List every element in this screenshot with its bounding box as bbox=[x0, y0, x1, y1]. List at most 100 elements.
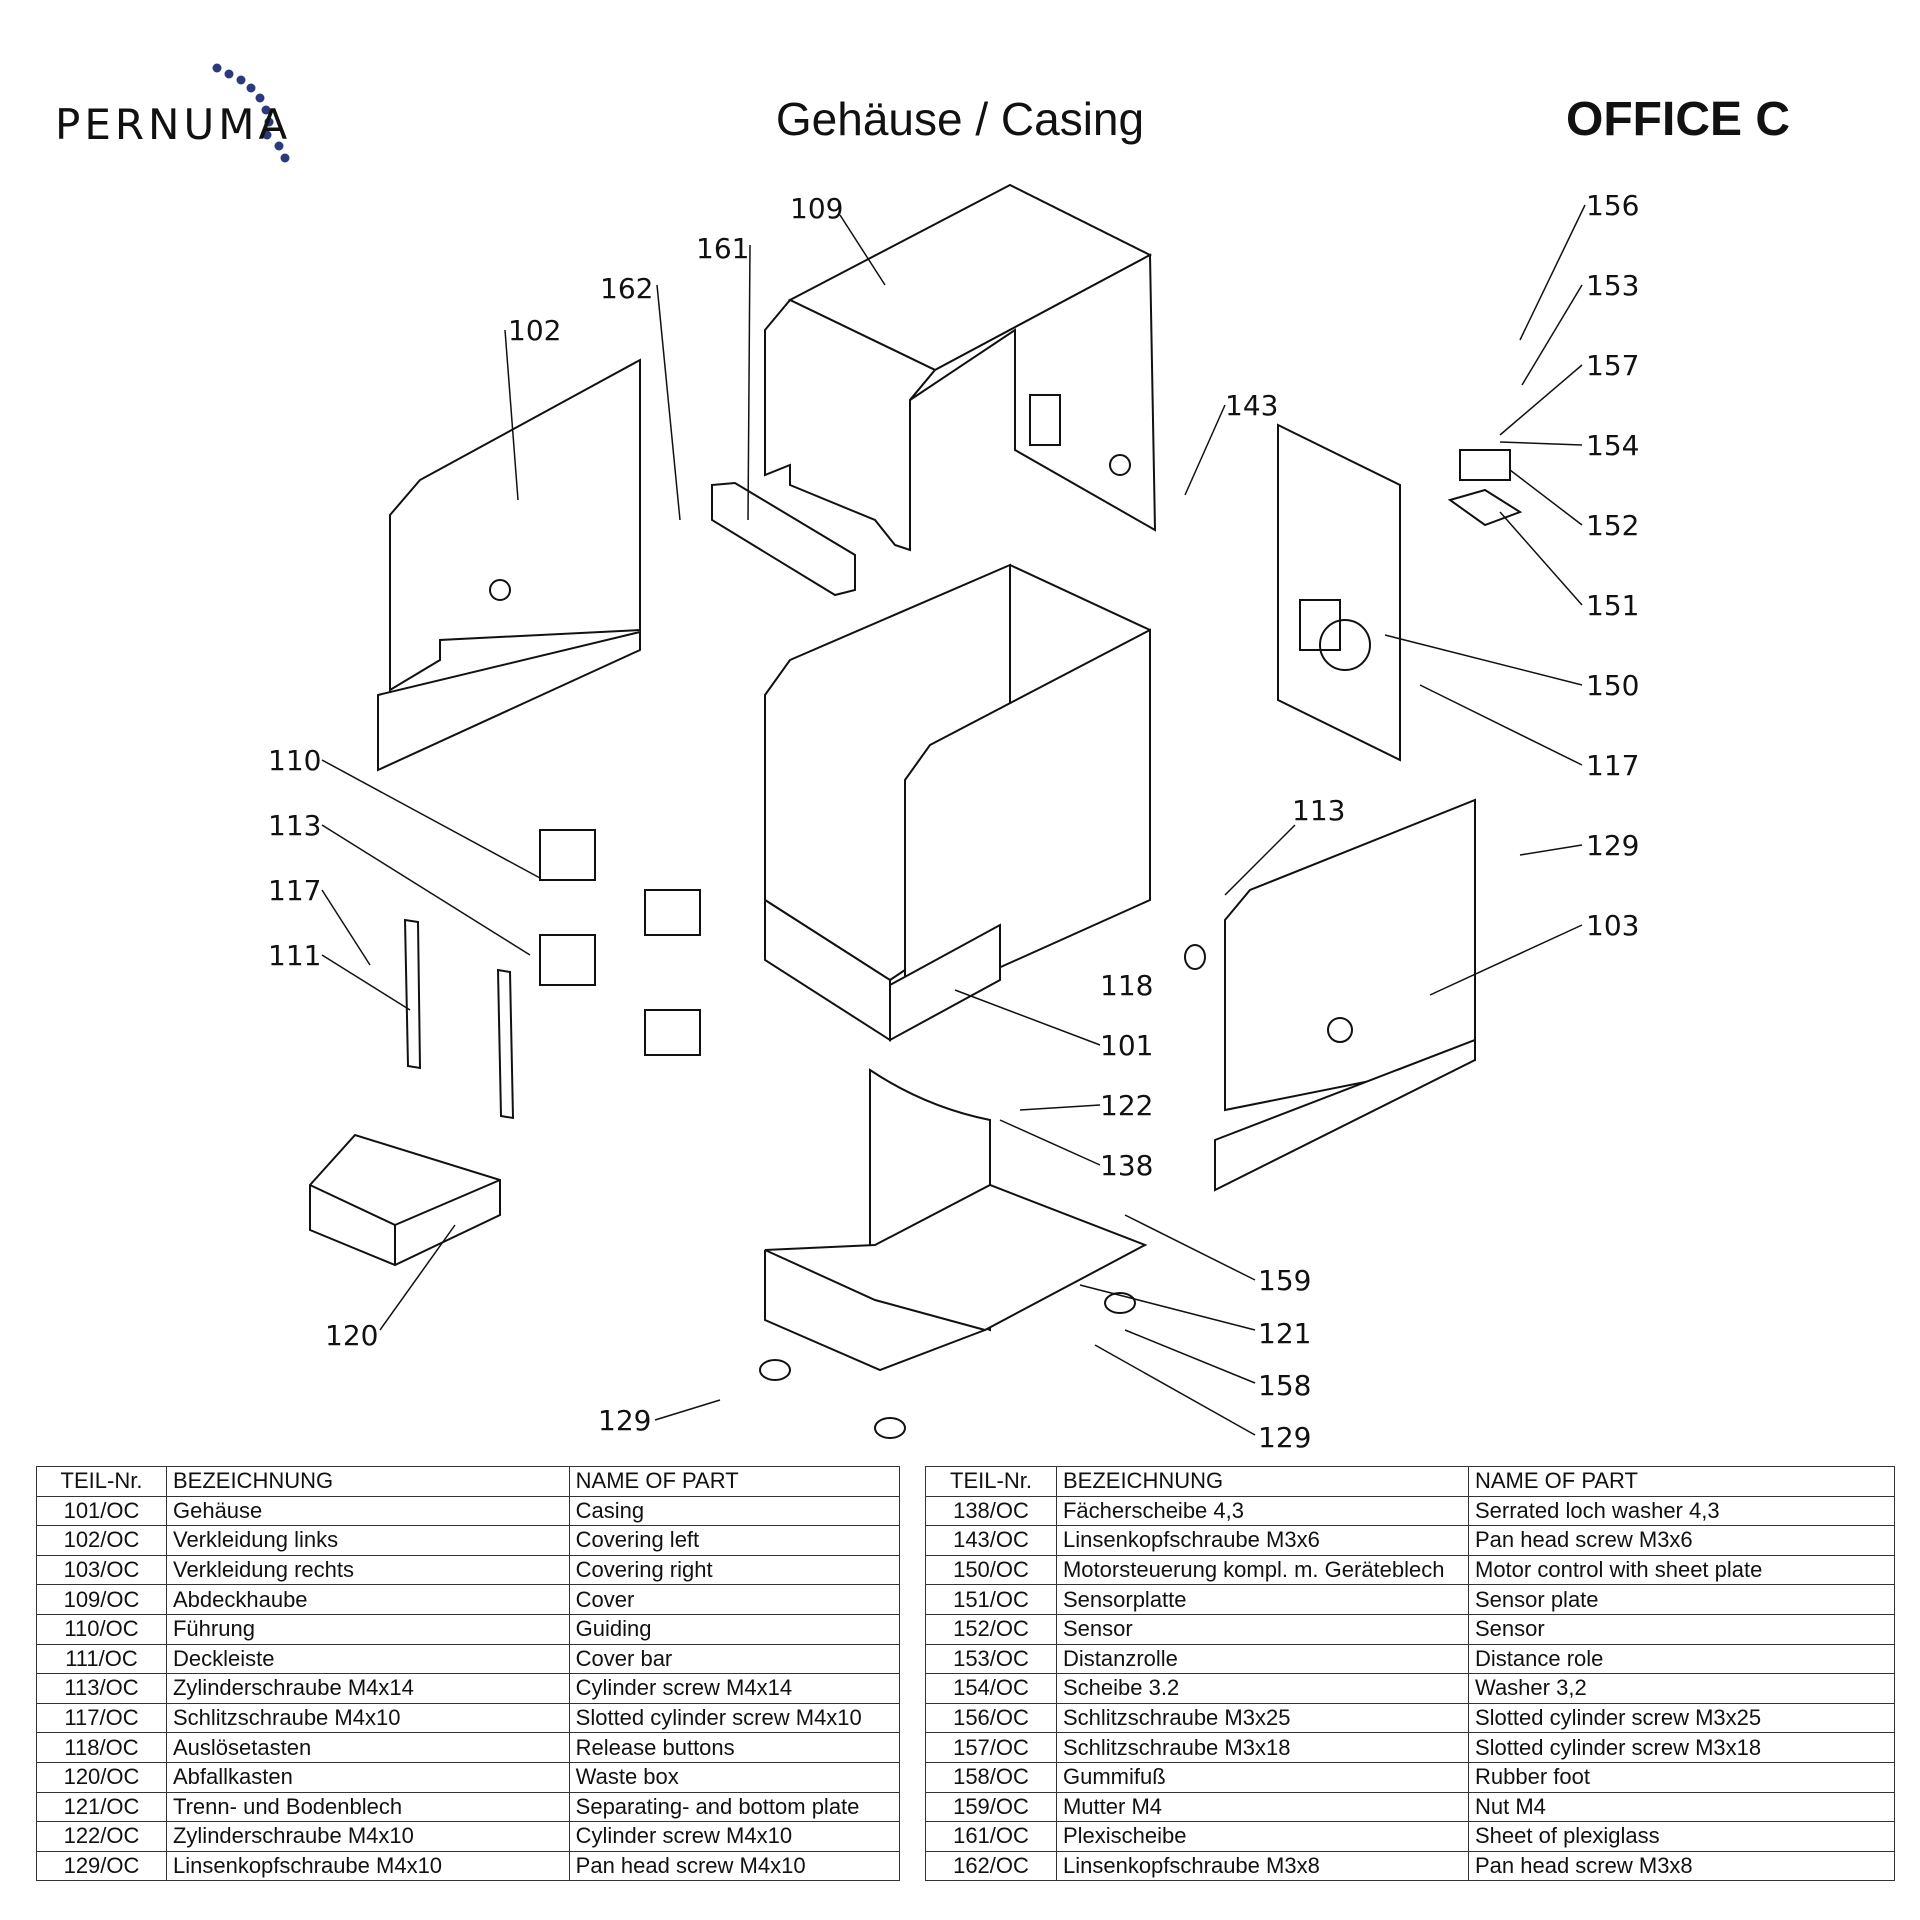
bezeichnung-cell: Verkleidung rechts bbox=[165, 1554, 570, 1586]
exploded-view-diagram: 109 161 162 102 143 156 153 157 154 152 … bbox=[0, 150, 1920, 1450]
part-number-cell: 102/OC bbox=[36, 1525, 167, 1556]
part-109-cover bbox=[764, 183, 1157, 552]
part-121-separating-bottom-plate bbox=[764, 1068, 1148, 1372]
name-of-part-cell: Sensor bbox=[1468, 1613, 1895, 1645]
callout-153: 153 bbox=[1586, 269, 1639, 302]
callout-138: 138 bbox=[1100, 1149, 1153, 1182]
part-number-cell: 161/OC bbox=[925, 1821, 1057, 1852]
col-teil-nr: TEIL-Nr. bbox=[925, 1466, 1057, 1497]
bezeichnung-cell: Zylinderschraube M4x14 bbox=[165, 1673, 570, 1704]
callout-154: 154 bbox=[1586, 429, 1639, 462]
name-of-part-cell: Distance role bbox=[1468, 1643, 1895, 1675]
bezeichnung-cell: Deckleiste bbox=[165, 1643, 570, 1675]
callout-162: 162 bbox=[600, 272, 653, 305]
name-of-part-cell: Sensor plate bbox=[1468, 1584, 1895, 1615]
part-number-cell: 159/OC bbox=[925, 1791, 1057, 1823]
name-of-part-cell: Pan head screw M3x8 bbox=[1468, 1850, 1895, 1882]
col-name-of-part: NAME OF PART bbox=[568, 1466, 901, 1497]
part-number-cell: 121/OC bbox=[36, 1791, 167, 1823]
part-number-cell: 122/OC bbox=[36, 1821, 167, 1852]
bezeichnung-cell: Sensor bbox=[1055, 1613, 1470, 1645]
part-number-cell: 118/OC bbox=[36, 1732, 167, 1763]
part-102-covering-left bbox=[377, 358, 641, 772]
callout-156: 156 bbox=[1586, 189, 1639, 222]
bezeichnung-cell: Plexischeibe bbox=[1055, 1821, 1470, 1852]
callout-150: 150 bbox=[1586, 669, 1639, 702]
callout-109: 109 bbox=[790, 192, 843, 225]
bezeichnung-cell: Trenn- und Bodenblech bbox=[165, 1791, 570, 1823]
callout-151: 151 bbox=[1586, 589, 1639, 622]
callout-129-bottom-left: 129 bbox=[598, 1404, 651, 1437]
bezeichnung-cell: Gehäuse bbox=[165, 1495, 570, 1527]
parts-table-right: TEIL-Nr. BEZEICHNUNG NAME OF PART 138/OC… bbox=[925, 1466, 1895, 1882]
part-110-guiding-2 bbox=[539, 934, 596, 986]
callout-110: 110 bbox=[268, 744, 321, 777]
part-number-cell: 113/OC bbox=[36, 1673, 167, 1704]
callout-157: 157 bbox=[1586, 349, 1639, 382]
model-name: OFFICE C bbox=[1566, 93, 1790, 146]
part-number-cell: 138/OC bbox=[925, 1495, 1057, 1527]
bezeichnung-cell: Distanzrolle bbox=[1055, 1643, 1470, 1675]
part-158-rubber-foot-2 bbox=[874, 1417, 906, 1439]
part-number-cell: 117/OC bbox=[36, 1702, 167, 1734]
part-number-cell: 111/OC bbox=[36, 1643, 167, 1675]
part-number-cell: 143/OC bbox=[925, 1525, 1057, 1556]
bezeichnung-cell: Abdeckhaube bbox=[165, 1584, 570, 1615]
part-number-cell: 151/OC bbox=[925, 1584, 1057, 1615]
part-150-motor-control bbox=[1277, 423, 1401, 762]
name-of-part-cell: Rubber foot bbox=[1468, 1761, 1895, 1793]
part-number-cell: 110/OC bbox=[36, 1613, 167, 1645]
part-number-cell: 153/OC bbox=[925, 1643, 1057, 1675]
bezeichnung-cell: Abfallkasten bbox=[165, 1761, 570, 1793]
col-bezeichnung: BEZEICHNUNG bbox=[1055, 1466, 1470, 1497]
part-number-cell: 154/OC bbox=[925, 1673, 1057, 1704]
callout-101: 101 bbox=[1100, 1029, 1153, 1062]
bezeichnung-cell: Schlitzschraube M4x10 bbox=[165, 1702, 570, 1734]
part-number-cell: 158/OC bbox=[925, 1761, 1057, 1793]
bezeichnung-cell: Motorsteuerung kompl. m. Geräteblech bbox=[1055, 1554, 1470, 1586]
part-151-sensor-plate bbox=[1447, 488, 1523, 527]
part-number-cell: 120/OC bbox=[36, 1761, 167, 1793]
callout-152: 152 bbox=[1586, 509, 1639, 542]
callout-103: 103 bbox=[1586, 909, 1639, 942]
name-of-part-cell: Motor control with sheet plate bbox=[1468, 1554, 1895, 1586]
bezeichnung-cell: Zylinderschraube M4x10 bbox=[165, 1821, 570, 1852]
callout-120: 120 bbox=[325, 1319, 378, 1352]
part-152-sensor bbox=[1459, 449, 1511, 481]
part-103-covering-right bbox=[1214, 798, 1476, 1192]
part-number-cell: 156/OC bbox=[925, 1702, 1057, 1734]
part-number-cell: 152/OC bbox=[925, 1613, 1057, 1645]
bezeichnung-cell: Sensorplatte bbox=[1055, 1584, 1470, 1615]
name-of-part-cell: Slotted cylinder screw M3x25 bbox=[1468, 1702, 1895, 1734]
bezeichnung-cell: Verkleidung links bbox=[165, 1525, 570, 1556]
name-of-part-cell: Cover bar bbox=[568, 1643, 901, 1675]
callout-143: 143 bbox=[1225, 389, 1278, 422]
bezeichnung-cell: Scheibe 3.2 bbox=[1055, 1673, 1470, 1704]
name-of-part-cell: Pan head screw M4x10 bbox=[568, 1850, 901, 1882]
part-111-cover-bar bbox=[403, 918, 422, 1070]
callout-129: 129 bbox=[1586, 829, 1639, 862]
col-name-of-part: NAME OF PART bbox=[1468, 1466, 1895, 1497]
table-header-row: TEIL-Nr. BEZEICHNUNG NAME OF PART bbox=[925, 1466, 1895, 1497]
callout-111: 111 bbox=[268, 939, 321, 972]
callout-102: 102 bbox=[508, 314, 561, 347]
callout-122: 122 bbox=[1100, 1089, 1153, 1122]
bezeichnung-cell: Linsenkopfschraube M3x6 bbox=[1055, 1525, 1470, 1556]
page-title: Gehäuse / Casing bbox=[775, 93, 1145, 145]
bezeichnung-cell: Schlitzschraube M3x18 bbox=[1055, 1732, 1470, 1763]
part-110-guiding bbox=[539, 829, 596, 881]
